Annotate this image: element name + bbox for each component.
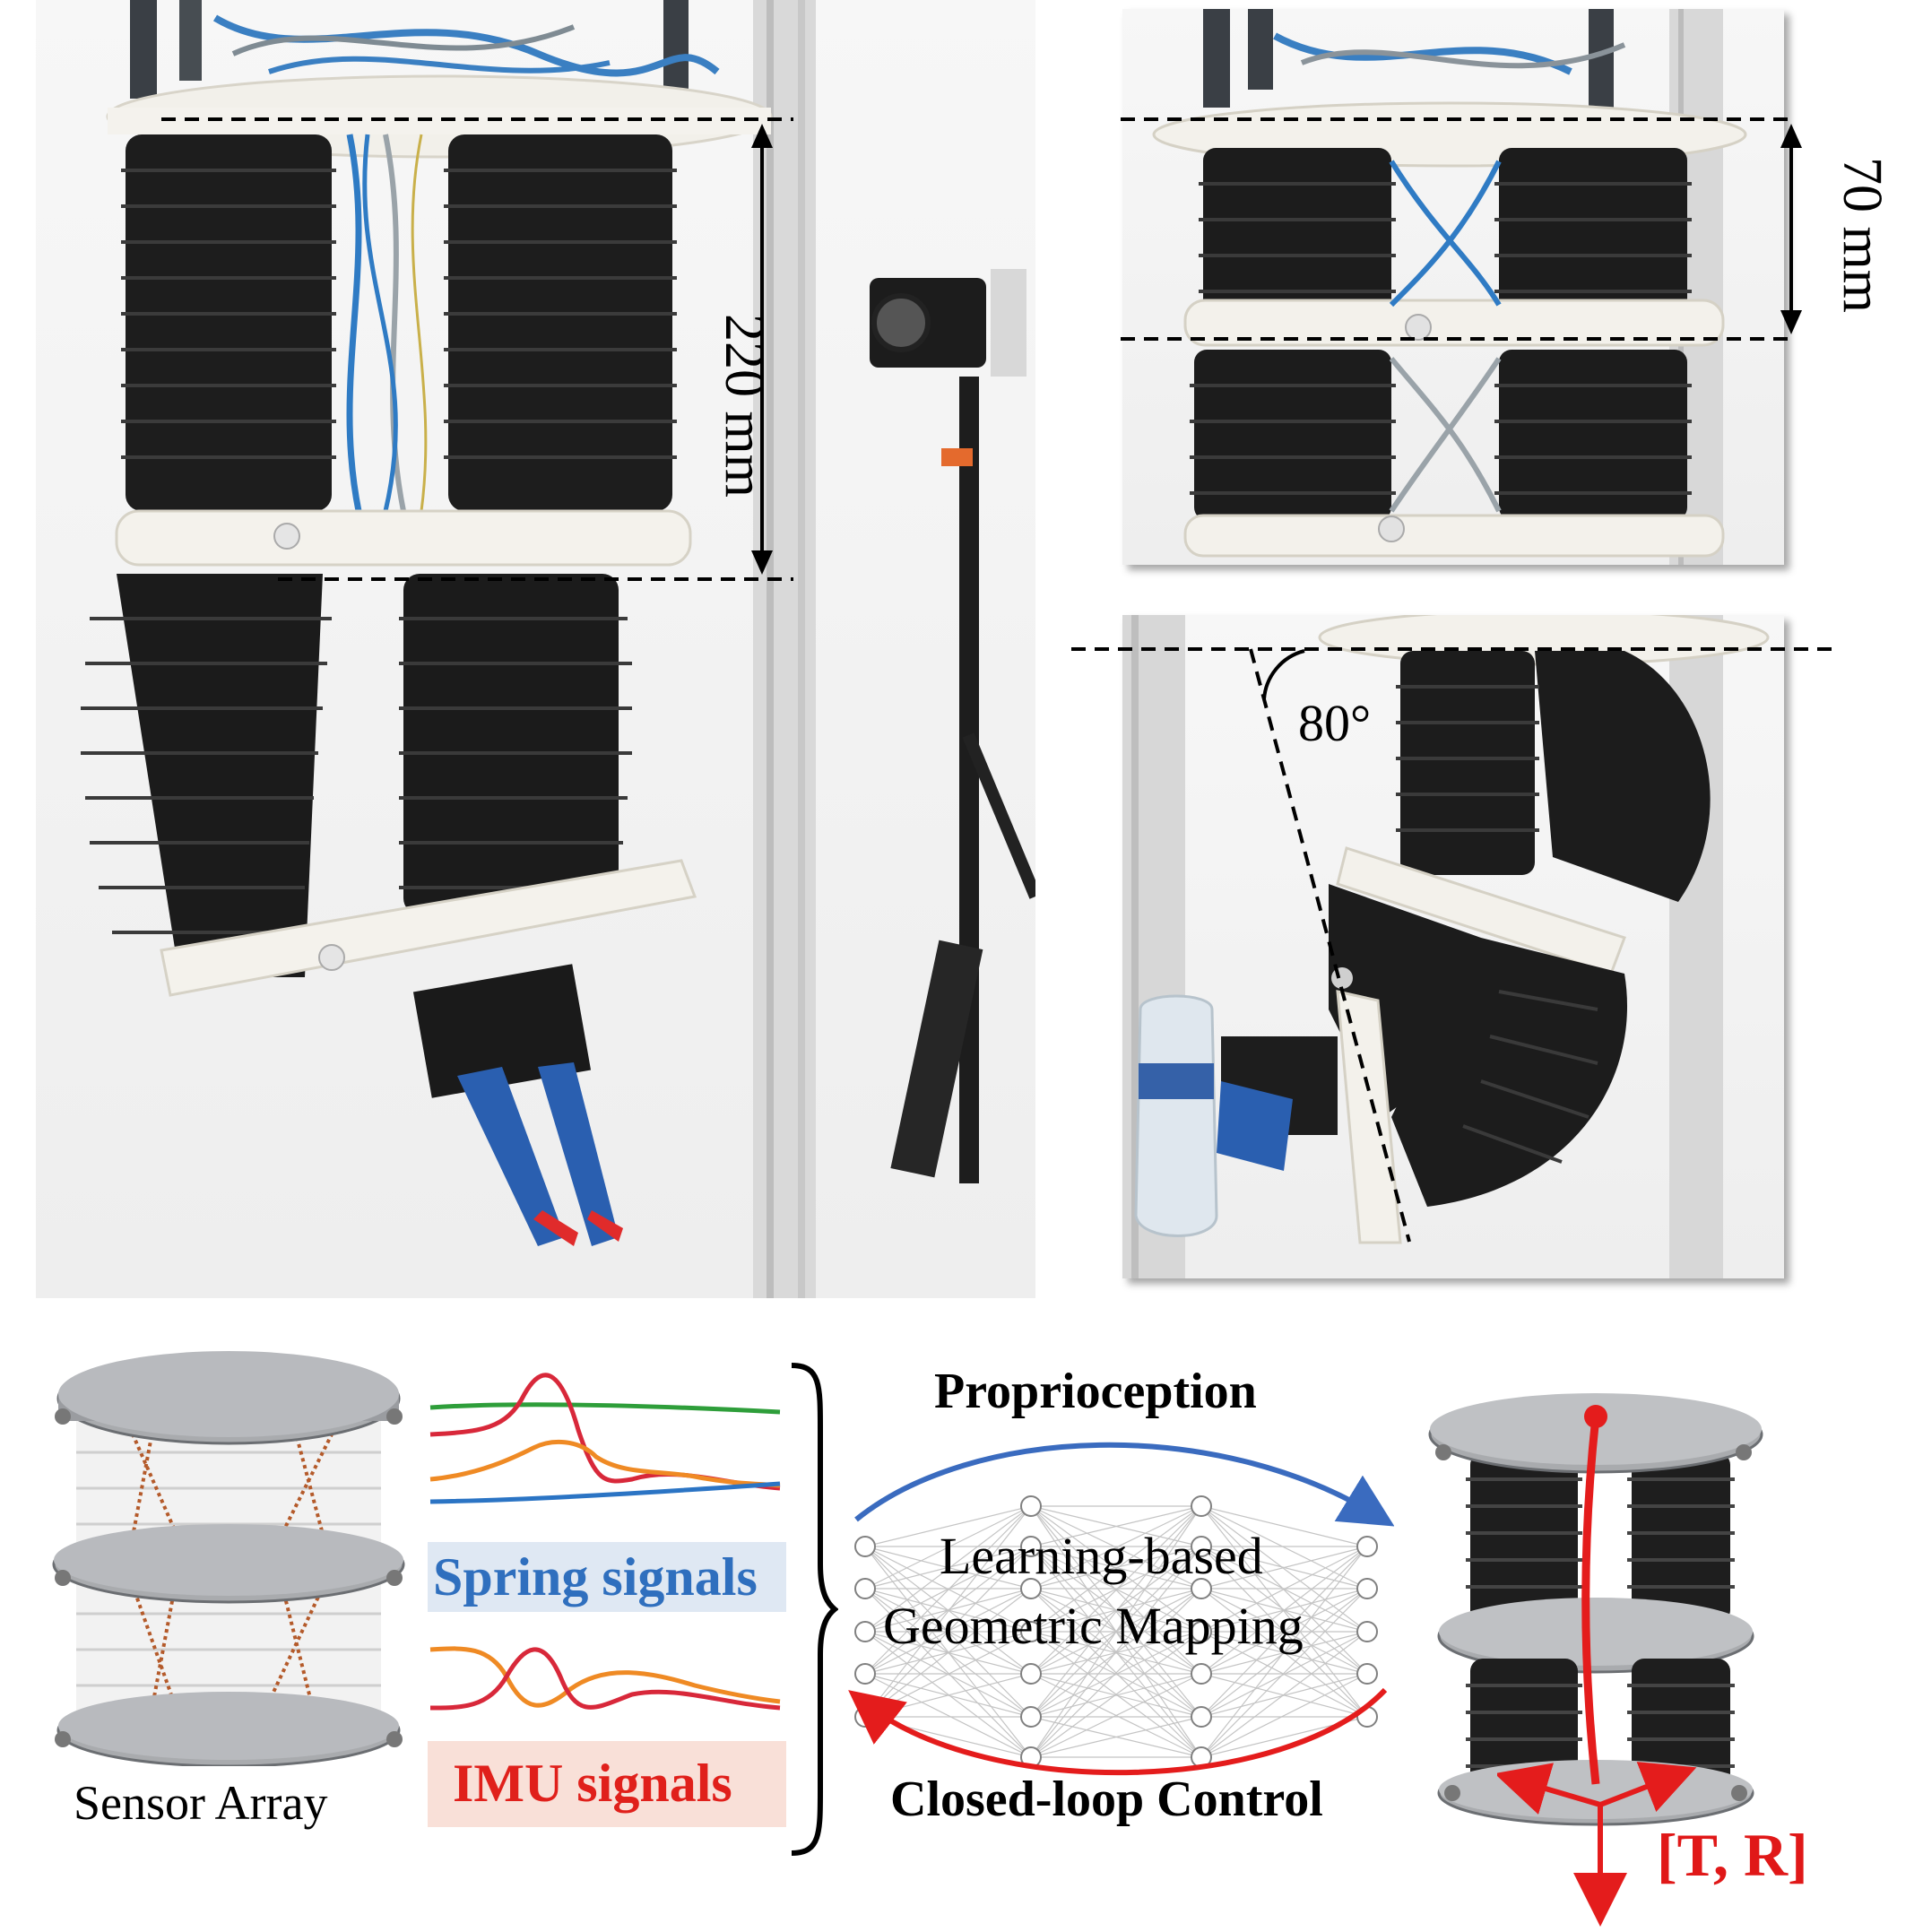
nn-connection [864, 1588, 1032, 1758]
nn-connection [1200, 1505, 1368, 1633]
nn-node [854, 1621, 876, 1642]
angle-overlay [1071, 647, 1838, 1243]
imu-signals-box [428, 1741, 786, 1827]
nn-connection [1200, 1505, 1368, 1718]
nn-node [1191, 1578, 1212, 1599]
nn-connection [1030, 1505, 1202, 1590]
nn-connection [864, 1546, 1032, 1590]
nn-connection [864, 1505, 1032, 1718]
sensor-array-label: Sensor Array [74, 1776, 328, 1830]
nn-connection [1200, 1588, 1368, 1758]
nn-connection [1200, 1673, 1368, 1718]
nn-connection [1200, 1546, 1368, 1590]
nn-connection [1200, 1673, 1368, 1758]
nn-node [1020, 1621, 1042, 1642]
spring-signal-plot [426, 1358, 784, 1529]
top-left-photo: 220 mm [36, 0, 1035, 1298]
nn-node [1020, 1578, 1042, 1599]
top-right-photo [1122, 9, 1784, 565]
nn-connection [1030, 1546, 1202, 1633]
nn-connection [1030, 1546, 1202, 1758]
imu-signal-plot [426, 1623, 784, 1739]
nn-connection [1030, 1505, 1202, 1633]
pose-label: [T, R] [1657, 1821, 1808, 1889]
soft-robot-arm-photo [81, 0, 1035, 1298]
nn-node [1356, 1663, 1378, 1685]
nn-connection [1030, 1588, 1202, 1758]
nn-node [854, 1578, 876, 1599]
nn-connection [1030, 1673, 1202, 1758]
spring-signal-waveforms [429, 1373, 781, 1504]
nn-connection [1030, 1505, 1202, 1718]
nn-connection [1030, 1505, 1202, 1758]
proprioception-label: Proprioception [934, 1364, 1257, 1419]
nn-connection [1200, 1631, 1368, 1758]
nn-node [1020, 1536, 1042, 1557]
nn-node [1191, 1536, 1212, 1557]
nn-connection [1200, 1588, 1368, 1718]
nn-node [854, 1536, 876, 1557]
nn-connection [864, 1505, 1032, 1675]
mapping-label-line2: Geometric Mapping [883, 1597, 1304, 1655]
nn-connection [1030, 1546, 1202, 1675]
nn-node [1191, 1663, 1212, 1685]
control-label: Closed-loop Control [890, 1772, 1323, 1827]
spring-signals-label: Spring signals [433, 1547, 758, 1607]
nn-connection [1200, 1546, 1368, 1633]
sensor-array-render [49, 1345, 408, 1766]
nn-connection [1030, 1505, 1202, 1547]
nn-connection [1030, 1631, 1202, 1758]
nn-connection [1030, 1505, 1202, 1675]
angle-label: 80° [1298, 694, 1372, 752]
nn-connection [864, 1546, 1032, 1633]
nn-node [1020, 1706, 1042, 1728]
sensor-array-icon [52, 1351, 405, 1766]
bent-arm-grasping-bottle-photo [1122, 615, 1770, 1278]
nn-connection [864, 1505, 1032, 1547]
pose-frame-arrows [1497, 1762, 1697, 1927]
control-arrow [848, 1687, 1388, 1776]
nn-node [1356, 1536, 1378, 1557]
nn-node [1356, 1621, 1378, 1642]
top-right-dimension-overlay [1121, 117, 1802, 341]
spring-signals-box [428, 1542, 786, 1612]
nn-connection [1030, 1631, 1202, 1718]
imu-signal-waveforms [429, 1646, 781, 1711]
nn-node [1191, 1706, 1212, 1728]
nn-connection [1200, 1631, 1368, 1718]
nn-connection [864, 1546, 1032, 1675]
dimension-overlay [161, 117, 793, 581]
nn-connection [1200, 1546, 1368, 1758]
compressed-module-photo [1152, 9, 1747, 565]
nn-connection [864, 1505, 1032, 1590]
bent-arm-photo [1122, 615, 1784, 1278]
curly-brace [791, 1363, 838, 1856]
imu-signals-label: IMU signals [453, 1754, 732, 1813]
neural-network [848, 1442, 1394, 1776]
nn-connection [1200, 1546, 1368, 1675]
nn-connection [1200, 1505, 1368, 1547]
nn-connection [864, 1505, 1032, 1633]
nn-node [1356, 1578, 1378, 1599]
nn-node [1020, 1663, 1042, 1685]
nn-connection [1030, 1716, 1202, 1758]
nn-connection [864, 1546, 1032, 1718]
nn-node [1191, 1621, 1212, 1642]
nn-node [1191, 1495, 1212, 1517]
nn-connection [1200, 1546, 1368, 1718]
nn-connection [1030, 1673, 1202, 1718]
mapping-label-line1: Learning-based [940, 1527, 1263, 1585]
nn-connection [1030, 1546, 1202, 1590]
nn-node [854, 1663, 876, 1685]
proprioception-arrow [854, 1442, 1394, 1527]
nn-connection [1030, 1588, 1202, 1718]
nn-node [1020, 1495, 1042, 1517]
